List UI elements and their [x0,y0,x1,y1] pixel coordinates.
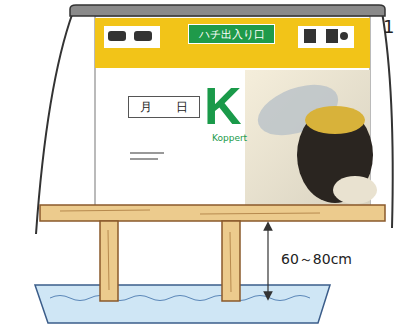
brand-name: Koppert [212,134,247,143]
logo-letter: K [204,80,242,132]
shelf-board [40,205,385,221]
dimension-label: 60～80cm [281,252,352,266]
yellow-band [95,18,370,68]
icon-panel [298,26,354,48]
node-text: ハチ出入り口 [199,27,265,42]
roof-sheet [382,12,393,228]
callout-number: 1 [383,18,394,36]
roof-top [70,5,385,16]
water-tray [35,285,330,323]
date-box: 月 日 [128,96,200,118]
dimension-arrow [267,226,268,296]
node-text: 月 日 [140,99,188,116]
roof-sheet [36,12,73,234]
icon-panel [104,26,160,48]
entrance-label: ハチ出入り口 [188,24,275,44]
